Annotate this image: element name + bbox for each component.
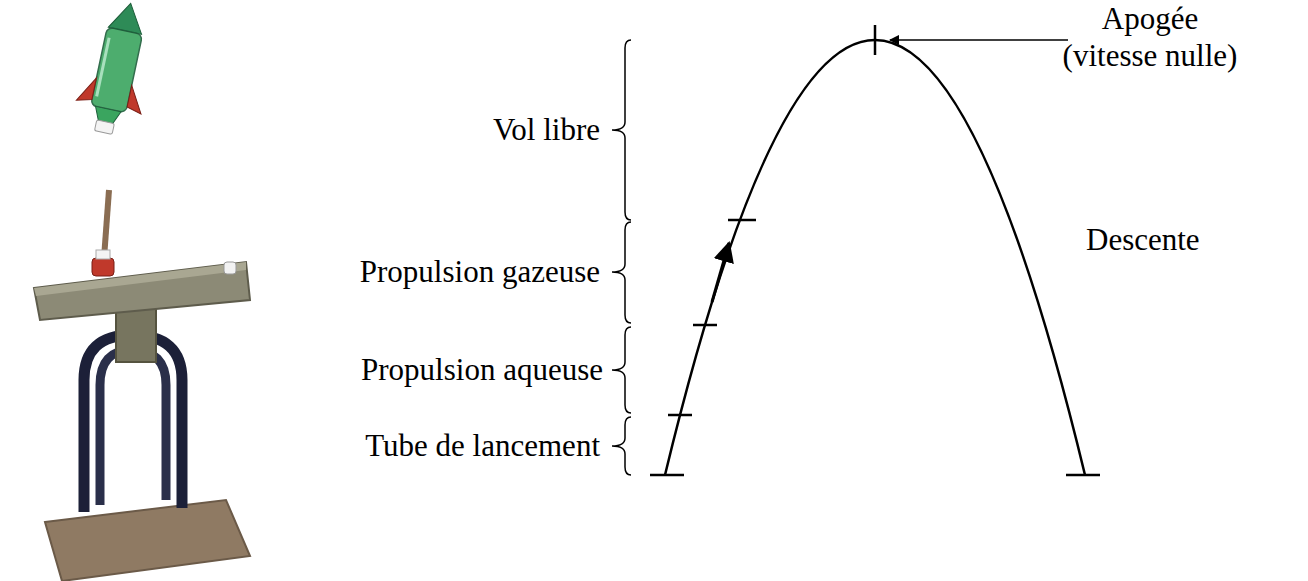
braces — [612, 40, 631, 475]
leader-arrow — [890, 39, 1068, 41]
rocket-highlight — [97, 38, 109, 97]
rocket-fin — [76, 75, 96, 104]
tick — [874, 25, 877, 55]
brace — [612, 40, 631, 220]
tick — [1066, 474, 1100, 477]
launcher-cap — [224, 262, 236, 274]
direction-arrow — [712, 243, 729, 302]
tick — [693, 324, 717, 327]
apogee-label: Apogée (vitesse nulle) — [1063, 0, 1238, 74]
launcher-beam-top — [34, 262, 246, 296]
tick — [668, 414, 692, 417]
trajectory — [665, 40, 1085, 475]
bottle-rocket — [71, 0, 163, 139]
rocket-fin — [126, 85, 146, 114]
phase-label: Propulsion aqueuse — [361, 351, 603, 388]
tick — [650, 474, 684, 477]
descent-label: Descente — [1086, 221, 1200, 258]
rocket-cap — [94, 120, 114, 135]
phase-label: Tube de lancement — [365, 427, 600, 464]
brace — [612, 327, 631, 413]
tube-connector — [92, 258, 114, 276]
launcher-beam — [34, 262, 250, 320]
brace — [612, 417, 631, 475]
phase-label: Propulsion gazeuse — [360, 253, 600, 290]
stand-leg-back — [100, 350, 166, 505]
phase-label: Vol libre — [493, 111, 600, 148]
tube-collar — [96, 250, 110, 259]
launcher — [34, 190, 250, 581]
brace — [612, 222, 631, 323]
launcher-base — [45, 500, 250, 581]
tick — [728, 219, 756, 222]
